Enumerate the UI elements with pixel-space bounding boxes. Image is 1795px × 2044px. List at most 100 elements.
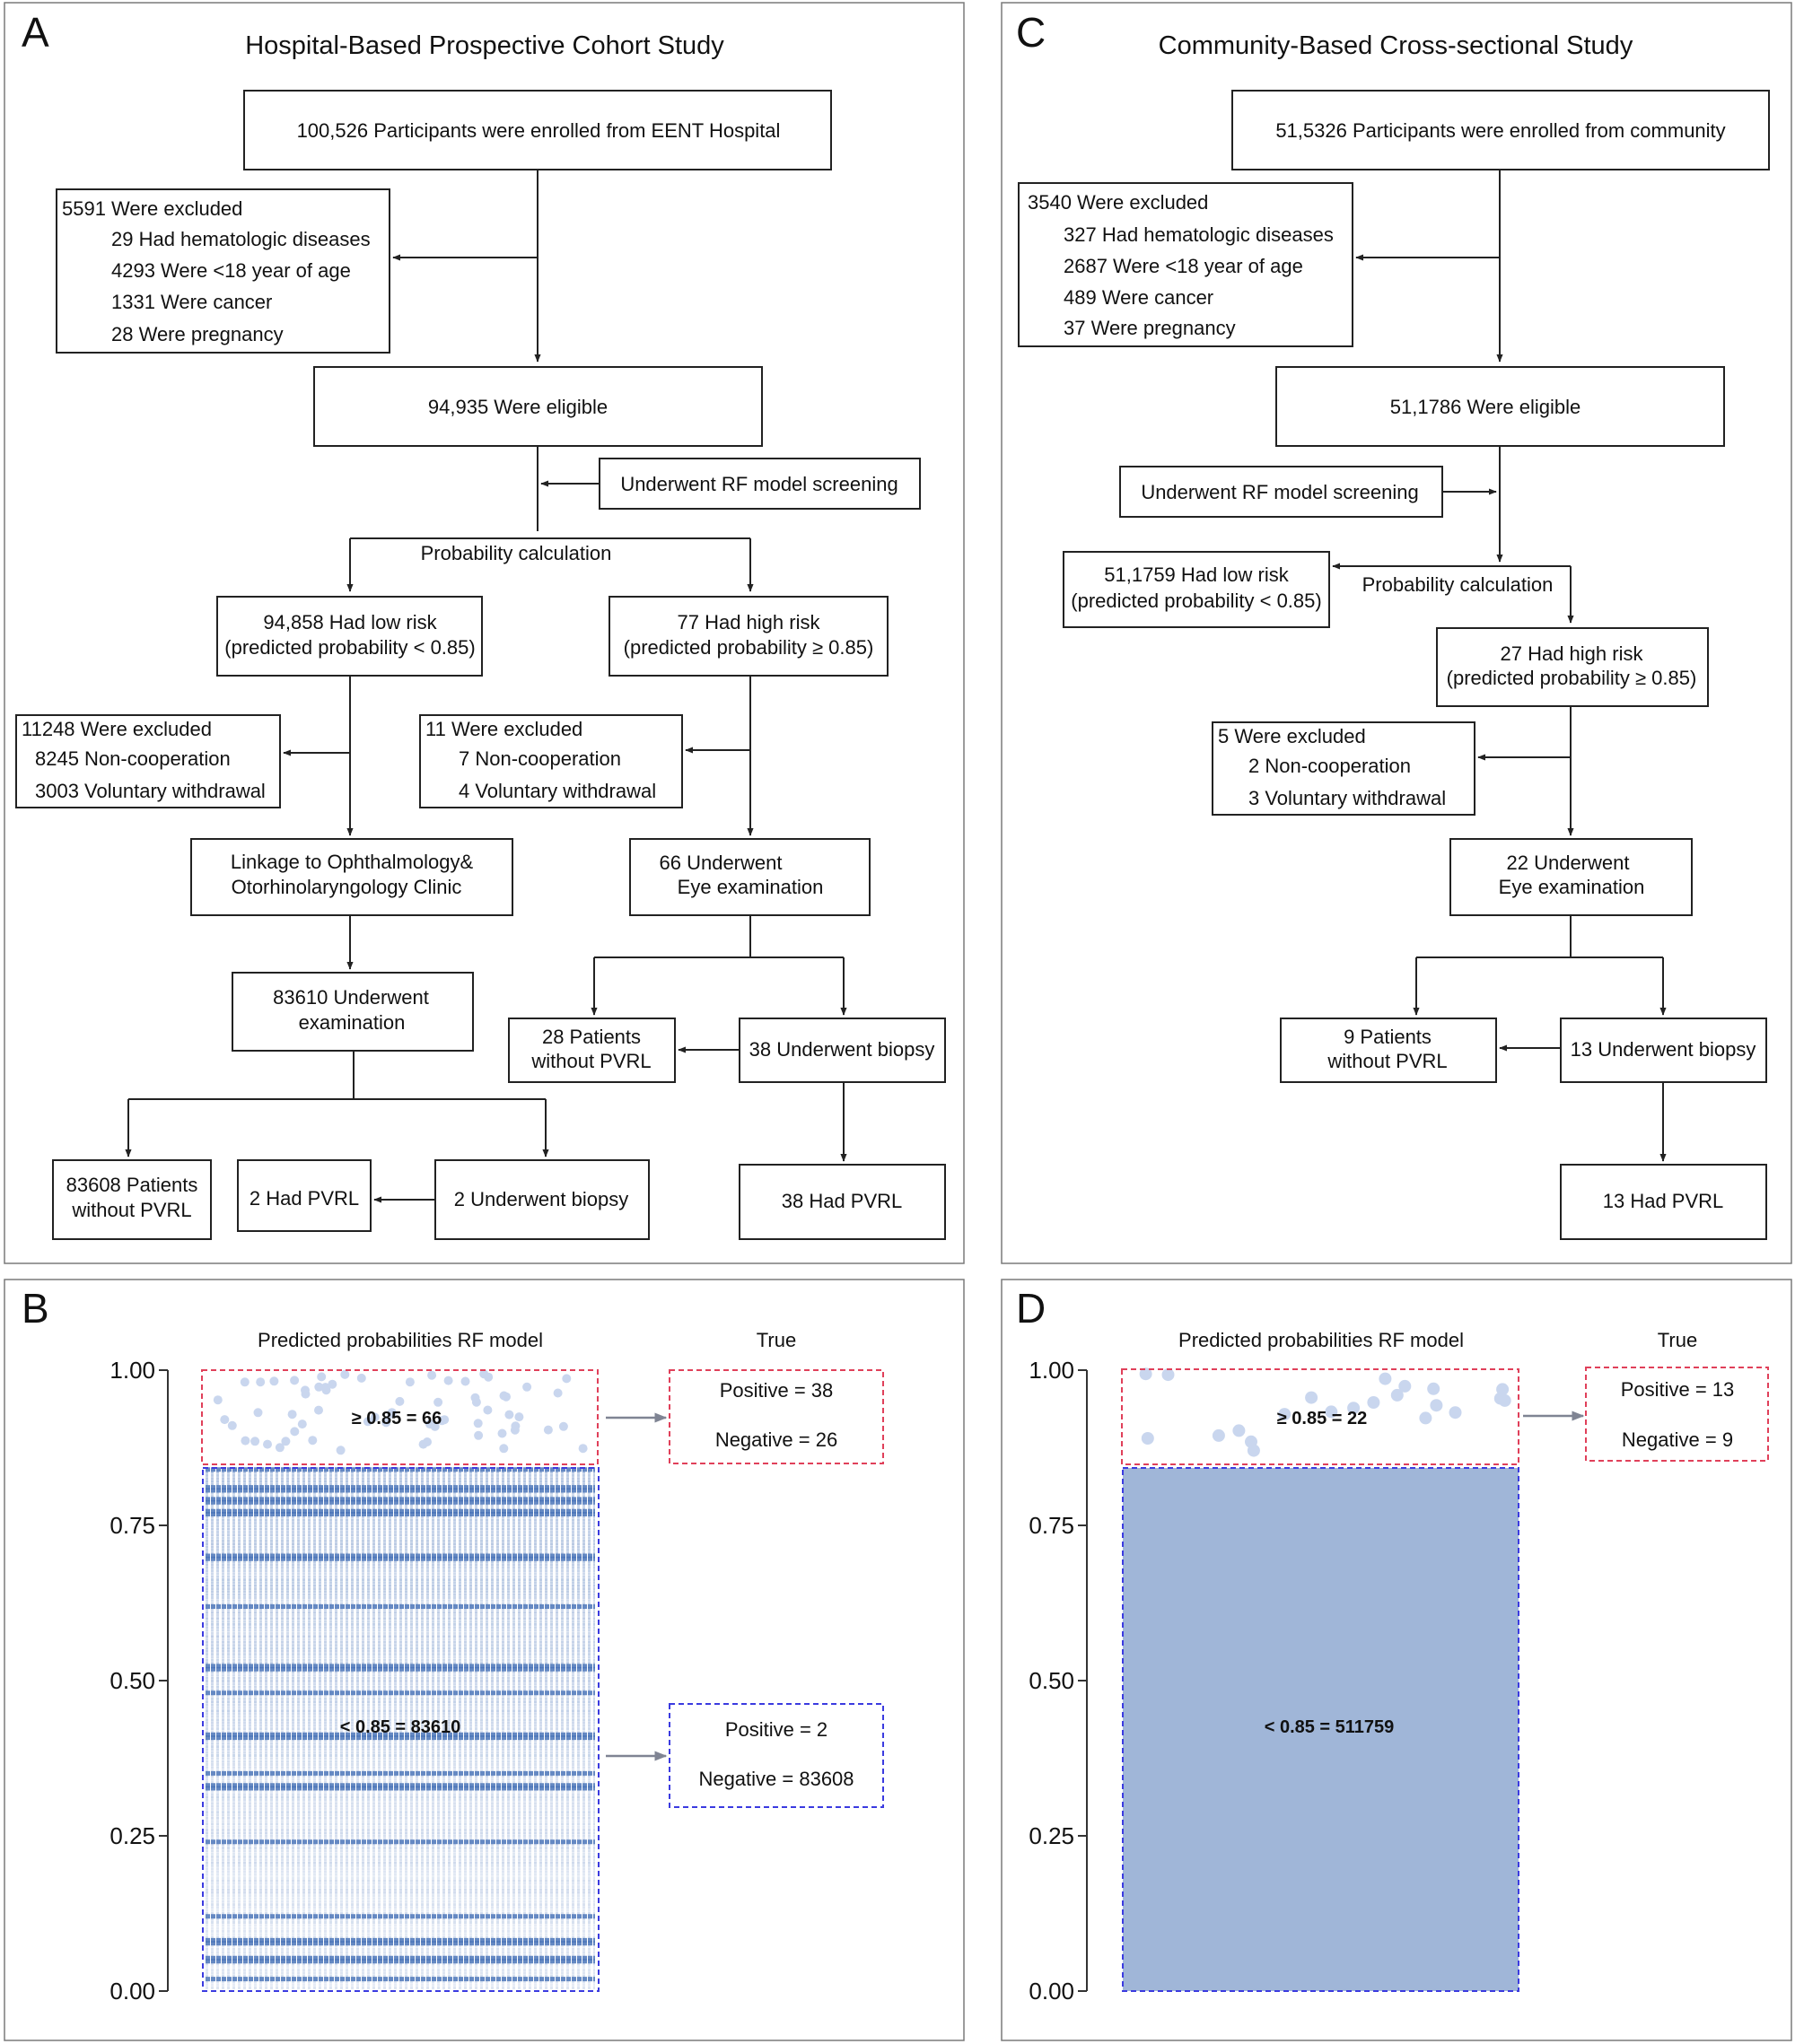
- high-prob-point: [314, 1382, 324, 1392]
- chart-d-low-label: < 0.85 = 511759: [1265, 1717, 1395, 1737]
- high-prob-point: [483, 1405, 493, 1415]
- high-prob-point: [460, 1376, 470, 1386]
- c-high-risk-box: [1436, 627, 1709, 707]
- high-prob-point: [578, 1444, 588, 1454]
- c-excl-high-box: [1212, 721, 1475, 816]
- high-prob-point: [1398, 1379, 1412, 1393]
- high-prob-point: [241, 1436, 250, 1446]
- high-prob-point: [287, 1410, 297, 1419]
- panel-a-flowchart: Hospital-Based Prospective Cohort Study: [15, 31, 946, 1240]
- high-prob-point: [1419, 1411, 1432, 1425]
- high-prob-point: [510, 1425, 520, 1435]
- high-prob-point: [321, 1385, 331, 1395]
- a-linkage-text: Otorhinolaryngology Clinic: [232, 876, 462, 898]
- high-prob-point: [1141, 1432, 1154, 1445]
- chart-d-high-positive: Positive = 13: [1621, 1378, 1735, 1401]
- high-prob-point: [543, 1425, 553, 1435]
- high-prob-point: [499, 1444, 509, 1454]
- a-excl-high-line: 4 Voluntary withdrawal: [459, 780, 656, 802]
- high-prob-point: [301, 1385, 310, 1395]
- chart-b-title: Predicted probabilities RF model: [258, 1329, 543, 1351]
- panel-letter-a: A: [22, 9, 49, 56]
- c-had-pvrl-box: [1560, 1164, 1767, 1240]
- high-prob-point: [1430, 1399, 1443, 1412]
- c-rf-text: Underwent RF model screening: [1141, 481, 1418, 503]
- chart-b-high-positive: Positive = 38: [720, 1379, 834, 1402]
- high-prob-point: [1390, 1388, 1404, 1402]
- high-prob-point: [275, 1443, 285, 1453]
- a-eye-exam-text: 66 Underwent: [660, 852, 783, 874]
- high-prob-point: [317, 1372, 327, 1382]
- c-had-pvrl-text: 13 Had PVRL: [1603, 1190, 1724, 1212]
- a-high-risk-text: 77 Had high risk: [678, 611, 821, 633]
- high-prob-point: [1449, 1406, 1462, 1419]
- a-no-pvrl-low-text: 83608 Patients: [66, 1174, 198, 1196]
- high-prob-point: [1247, 1444, 1260, 1457]
- high-prob-point: [427, 1370, 437, 1380]
- y-tick-label: 0.50: [1029, 1667, 1074, 1694]
- panel-a-title: Hospital-Based Prospective Cohort Study: [245, 31, 724, 60]
- y-tick-label: 0.00: [1029, 1978, 1074, 2005]
- chart-b-axis: 0.000.250.500.751.00: [109, 1357, 169, 2005]
- c-excl-high-line: 2 Non-cooperation: [1248, 755, 1411, 777]
- high-prob-point: [514, 1412, 524, 1422]
- high-prob-point: [1347, 1402, 1361, 1415]
- a-examination-text: examination: [299, 1011, 406, 1034]
- high-prob-point: [1325, 1405, 1338, 1419]
- a-eligible-text: 94,935 Were eligible: [428, 396, 608, 418]
- panel-d-frame: [1001, 1279, 1792, 2041]
- high-prob-point: [504, 1410, 514, 1419]
- high-prob-point: [473, 1419, 483, 1428]
- high-prob-point: [356, 1373, 366, 1383]
- high-prob-point: [227, 1420, 237, 1430]
- a-low-risk-text: (predicted probability < 0.85): [224, 636, 475, 659]
- chart-b-low-positive: Positive = 2: [725, 1718, 827, 1741]
- a-enrolled-text: 100,526 Participants were enrolled from …: [297, 119, 781, 142]
- high-prob-point: [387, 1408, 397, 1418]
- a-biopsy-low-text: 2 Underwent biopsy: [454, 1188, 628, 1210]
- a-high-risk-text: (predicted probability ≥ 0.85): [624, 636, 874, 659]
- a-excl-high-line: 7 Non-cooperation: [459, 747, 621, 770]
- a-low-risk-text: 94,858 Had low risk: [263, 611, 437, 633]
- high-prob-point: [281, 1437, 291, 1446]
- chart-d-true-header: True: [1658, 1329, 1697, 1351]
- c-excl-line: 489 Were cancer: [1064, 286, 1213, 309]
- high-prob-point: [443, 1376, 453, 1385]
- high-prob-point: [474, 1430, 484, 1440]
- c-low-risk-text: 51,1759 Had low risk: [1104, 563, 1289, 586]
- c-biopsy-text: 13 Underwent biopsy: [1571, 1038, 1756, 1061]
- c-no-pvrl-text: 9 Patients: [1344, 1026, 1432, 1048]
- y-tick-label: 1.00: [1029, 1357, 1074, 1384]
- chart-b-low-negative: Negative = 83608: [698, 1768, 854, 1790]
- chart-d-high-label: ≥ 0.85 = 22: [1277, 1409, 1368, 1428]
- panel-letter-d: D: [1016, 1285, 1046, 1332]
- chart-d: Predicted probabilities RF model True 0.…: [1029, 1329, 1769, 2005]
- y-tick-label: 1.00: [109, 1357, 155, 1384]
- c-excl-line: 2687 Were <18 year of age: [1064, 255, 1303, 277]
- panel-letter-c: C: [1016, 9, 1046, 56]
- high-prob-point: [1278, 1408, 1292, 1421]
- c-low-risk-box: [1063, 551, 1330, 628]
- c-enrolled-text: 51,5326 Participants were enrolled from …: [1275, 119, 1725, 142]
- high-prob-point: [430, 1421, 440, 1431]
- a-excl-line: 4293 Were <18 year of age: [111, 259, 351, 282]
- a-had-pvrl-high-text: 38 Had PVRL: [782, 1190, 903, 1212]
- chart-b-high-label: ≥ 0.85 = 66: [352, 1409, 442, 1428]
- c-excl-high-line: 5 Were excluded: [1218, 725, 1366, 747]
- panel-c-flowchart: Community-Based Cross-sectional Study: [1018, 31, 1770, 1240]
- panel-c-texts: 51,5326 Participants were enrolled from …: [1028, 119, 1756, 1212]
- high-prob-point: [1496, 1383, 1510, 1396]
- high-prob-point: [370, 1412, 380, 1422]
- a-excl-line: 28 Were pregnancy: [111, 323, 284, 345]
- a-prob-text: Probability calculation: [421, 542, 612, 564]
- high-prob-point: [522, 1382, 532, 1392]
- a-no-pvrl-low-box: [52, 1159, 212, 1240]
- high-prob-point: [1367, 1396, 1380, 1409]
- high-prob-point: [558, 1421, 568, 1431]
- a-linkage-text: Linkage to Ophthalmology&: [231, 851, 474, 873]
- chart-b-low-box: [202, 1467, 600, 1992]
- a-high-risk-box: [609, 596, 889, 677]
- a-no-pvrl-high-box: [508, 1018, 676, 1083]
- a-excl-line: 5591 Were excluded: [62, 197, 242, 220]
- high-prob-point: [253, 1408, 263, 1418]
